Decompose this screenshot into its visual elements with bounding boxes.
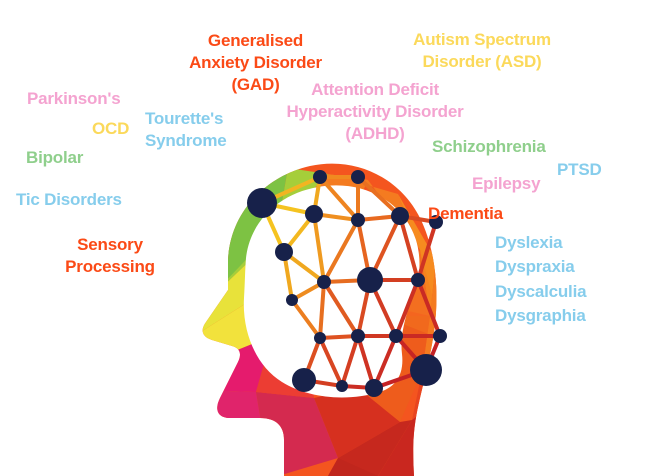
disorder-label-ptsd: PTSD xyxy=(557,160,602,179)
disorder-label-parkinsons: Parkinson's xyxy=(27,89,121,108)
disorder-label-epilepsy: Epilepsy xyxy=(472,174,541,193)
disorder-label-gad: Generalised Anxiety Disorder (GAD) xyxy=(189,31,322,94)
disorder-label-asd: Autism Spectrum Disorder (ASD) xyxy=(413,30,551,71)
disorder-label-bipolar: Bipolar xyxy=(26,148,84,167)
neural-network xyxy=(247,170,447,397)
disorder-label-sensory: Sensory Processing xyxy=(65,235,155,276)
disorder-label-dyslexia: Dyslexia xyxy=(495,233,563,252)
disorder-label-tourette: Tourette's Syndrome xyxy=(145,109,227,150)
disorder-label-dyscalculia: Dyscalculia xyxy=(495,282,587,301)
disorder-label-dysgraphia: Dysgraphia xyxy=(495,306,586,325)
disorder-label-adhd: Attention Deficit Hyperactivity Disorder… xyxy=(286,80,464,143)
disorder-label-dementia: Dementia xyxy=(428,204,503,223)
disorder-label-tic: Tic Disorders xyxy=(16,190,122,209)
disorder-label-dyspraxia: Dyspraxia xyxy=(495,257,575,276)
disorder-label-ocd: OCD xyxy=(92,119,130,138)
disorder-label-schizo: Schizophrenia xyxy=(432,137,546,156)
head-brain-graphic xyxy=(168,140,460,476)
network-nodes xyxy=(247,170,447,397)
